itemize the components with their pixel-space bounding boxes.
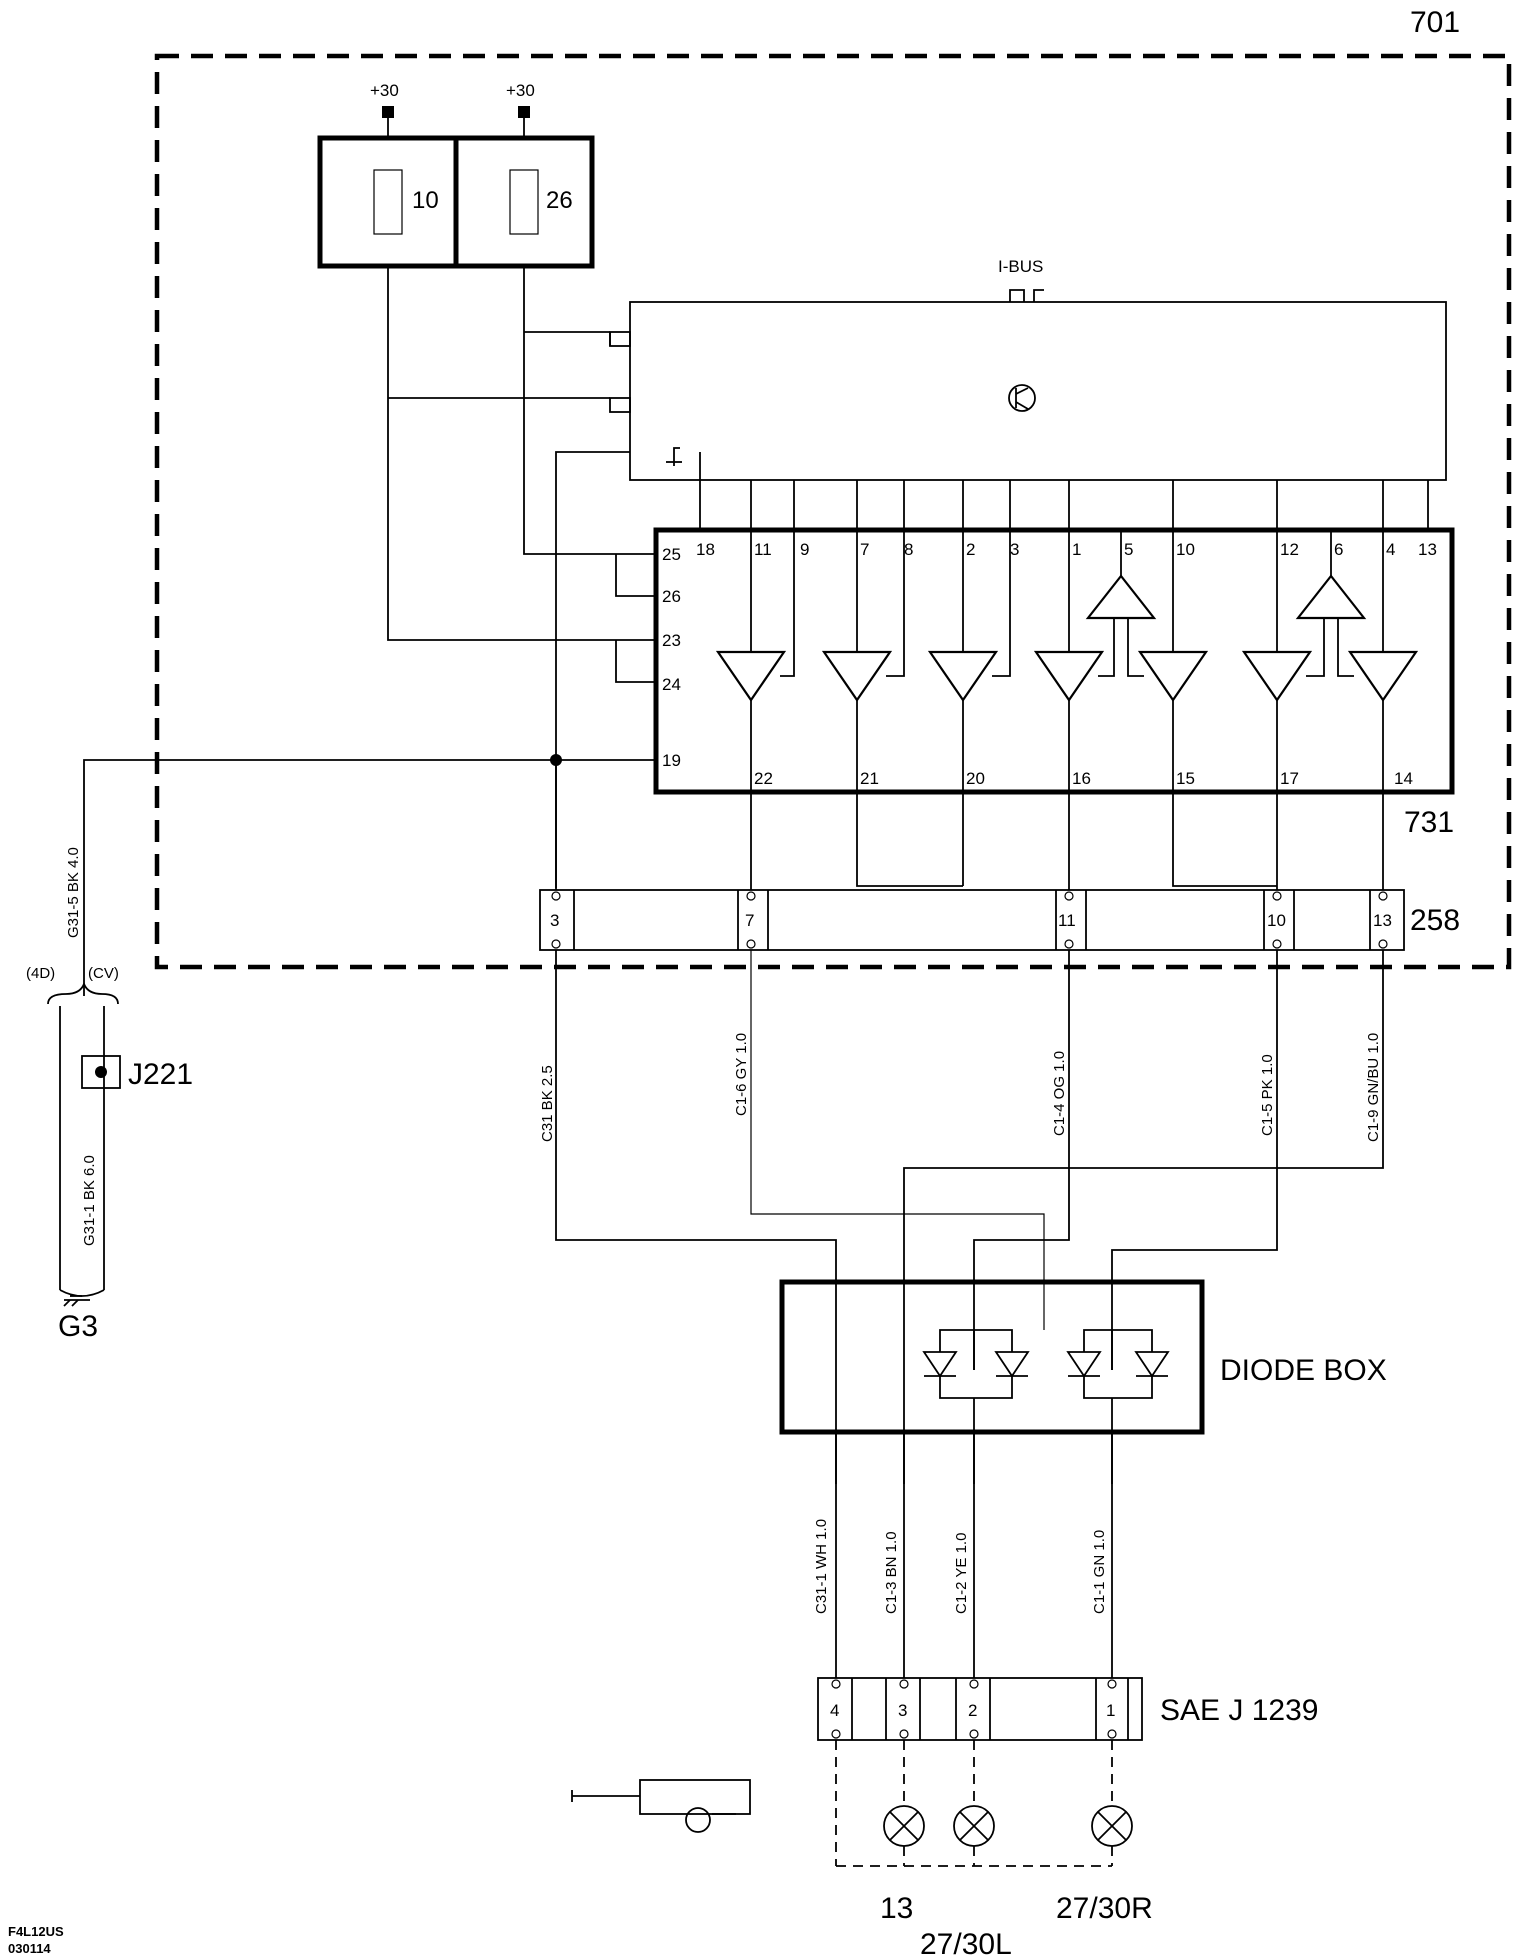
variant-4d: (4D) — [26, 965, 55, 982]
ground-harness: (4D) (CV) J221 G31-1 BK 6.0 G3 — [26, 965, 193, 1343]
module-ref: 731 — [1404, 806, 1454, 839]
driver-20 — [927, 650, 999, 702]
connector-ref: 258 — [1410, 904, 1460, 937]
sae-pin-2: 2 — [968, 1701, 977, 1720]
module-pin-11: 11 — [754, 540, 772, 559]
module-pin-7: 7 — [860, 540, 869, 559]
module-pin-2: 2 — [966, 540, 975, 559]
conn258-pin-13: 13 — [1373, 911, 1392, 930]
junction-label: J221 — [128, 1058, 193, 1091]
sae-pin-4: 4 — [830, 1701, 839, 1720]
module-pin-15: 15 — [1176, 769, 1195, 788]
wire-c1-5: C1-5 PK 1.0 — [1259, 1054, 1276, 1136]
supply-terminal-2 — [518, 106, 530, 118]
conn258-pin-10: 10 — [1267, 911, 1286, 930]
diode-box-label: DIODE BOX — [1220, 1354, 1387, 1387]
supply-label-2: +30 — [506, 81, 535, 100]
fuse-26-label: 26 — [546, 187, 573, 214]
driver-21 — [821, 650, 893, 702]
diode-box: DIODE BOX — [779, 1279, 1387, 1484]
module-pin-22: 22 — [754, 769, 773, 788]
conn258-pin-11: 11 — [1058, 911, 1076, 930]
module-pin-9: 9 — [800, 540, 809, 559]
supply-label-1: +30 — [370, 81, 399, 100]
wire-c31-1: C31-1 WH 1.0 — [813, 1519, 830, 1614]
module-pin-10: 10 — [1176, 540, 1195, 559]
module-pin-17: 17 — [1280, 769, 1299, 788]
module-pin-19: 19 — [662, 751, 681, 770]
module-pin-25: 25 — [662, 545, 681, 564]
module-pin-26: 26 — [662, 587, 681, 606]
module-pin-8: 8 — [904, 540, 913, 559]
lamp-label-27-30r: 27/30R — [1056, 1892, 1153, 1925]
trailer-lamps: 13 27/30L 27/30R — [835, 1740, 1153, 1958]
module-pin-6: 6 — [1334, 540, 1343, 559]
wire-c1-4: C1-4 OG 1.0 — [1051, 1051, 1068, 1136]
wire-c1-2: C1-2 YE 1.0 — [953, 1533, 970, 1614]
wire-g31-5: G31-5 BK 4.0 — [65, 847, 82, 938]
fuse-block: 10 26 +30 +30 — [317, 81, 595, 269]
driver-17 — [1241, 650, 1313, 702]
sae-label: SAE J 1239 — [1160, 1694, 1318, 1727]
ibus-label: I-BUS — [998, 257, 1043, 276]
sheet-ref: 701 — [1410, 6, 1460, 39]
enclosure-701 — [154, 53, 1512, 970]
module-pin-16: 16 — [1072, 769, 1091, 788]
module-pin-3: 3 — [1010, 540, 1019, 559]
module-pin-24: 24 — [662, 675, 681, 694]
variant-cv: (CV) — [88, 965, 119, 982]
driver-16 — [1033, 650, 1105, 702]
conn258-pin-3: 3 — [550, 911, 559, 930]
conn258-pin-7: 7 — [745, 911, 754, 930]
wire-c1-1: C1-1 GN 1.0 — [1091, 1530, 1108, 1614]
wire-g31-1: G31-1 BK 6.0 — [81, 1155, 98, 1246]
junction-j221-dot — [95, 1066, 107, 1078]
sae-pin-1: 1 — [1106, 1701, 1115, 1720]
module-731: 731 25 26 23 24 19 18 11 9 7 8 2 3 1 5 1… — [653, 452, 1455, 839]
module-pin-18: 18 — [696, 540, 715, 559]
supply-terminal-1 — [382, 106, 394, 118]
wire-c1-9: C1-9 GN/BU 1.0 — [1365, 1033, 1382, 1142]
module-pin-13: 13 — [1418, 540, 1437, 559]
module-pin-12: 12 — [1280, 540, 1299, 559]
module-pin-14: 14 — [1394, 769, 1413, 788]
wire-c31: C31 BK 2.5 — [539, 1065, 556, 1142]
module-pin-23: 23 — [662, 631, 681, 650]
transistor-symbol — [1008, 384, 1036, 412]
lamp-label-27-30l: 27/30L — [920, 1928, 1012, 1958]
wire-c1-3: C1-3 BN 1.0 — [883, 1531, 900, 1614]
module-pin-21: 21 — [860, 769, 879, 788]
module-pin-20: 20 — [966, 769, 985, 788]
ground-label: G3 — [58, 1310, 98, 1343]
driver-14 — [1347, 650, 1419, 702]
module-pin-4: 4 — [1386, 540, 1395, 559]
driver-15 — [1137, 650, 1209, 702]
drawing-id: F4L12US — [8, 1924, 64, 1939]
receiver-6 — [1295, 574, 1367, 620]
drawing-date: 030114 — [8, 1941, 51, 1956]
connector-258: 3 7 11 10 13 258 — [539, 889, 1460, 951]
lamp-label-13: 13 — [880, 1892, 913, 1925]
sae-pin-3: 3 — [898, 1701, 907, 1720]
module-pin-1: 1 — [1072, 540, 1081, 559]
module-pin-5: 5 — [1124, 540, 1133, 559]
receiver-5 — [1085, 574, 1157, 620]
fuse-10-label: 10 — [412, 187, 439, 214]
driver-22 — [715, 650, 787, 702]
sae-connector: 4 3 2 1 SAE J 1239 — [817, 1677, 1318, 1741]
wire-c1-6: C1-6 GY 1.0 — [733, 1033, 750, 1116]
trailer-icon — [571, 1779, 751, 1833]
control-unit-box: I-BUS — [609, 257, 1447, 481]
